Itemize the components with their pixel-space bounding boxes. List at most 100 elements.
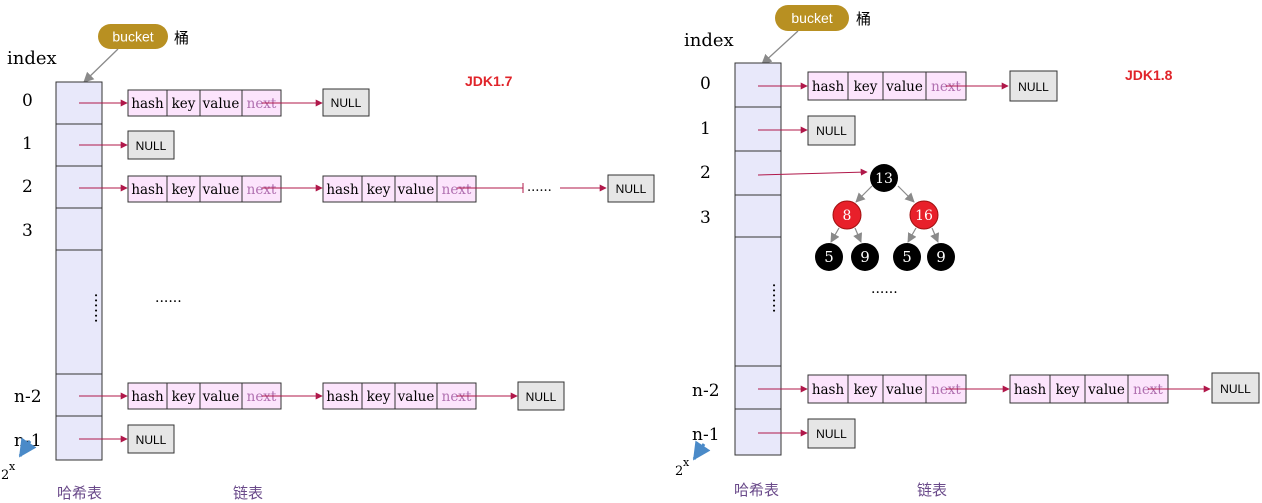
svg-text:key: key <box>854 382 878 398</box>
svg-text:next: next <box>1133 382 1163 398</box>
list-node: hash key value next <box>807 71 967 101</box>
svg-text:key: key <box>367 389 391 405</box>
panel-jdk18: bucket 桶 index JDK1.8 0 1 2 3 n-2 n-1 ..… <box>675 5 1260 499</box>
svg-text:next: next <box>247 182 277 198</box>
panel-jdk17: bucket 桶 index JDK1.7 0 1 2 3 n-2 n-1 ..… <box>1 24 655 502</box>
svg-text:hash: hash <box>326 182 359 198</box>
caption-hash-table: 哈希表 <box>734 481 779 499</box>
svg-text:next: next <box>247 389 277 405</box>
svg-text:NULL: NULL <box>136 433 167 447</box>
svg-text:5: 5 <box>902 248 912 266</box>
svg-text:hash: hash <box>812 382 845 398</box>
index-0: 0 <box>22 91 33 111</box>
svg-text:9: 9 <box>936 248 946 266</box>
power-arrow <box>692 440 711 461</box>
index-label: index <box>7 48 57 69</box>
list-node: hash key value next <box>322 382 477 410</box>
svg-text:value: value <box>202 389 240 405</box>
svg-text:8: 8 <box>843 208 852 224</box>
list-node: hash key value next <box>127 89 282 117</box>
svg-text:NULL: NULL <box>816 427 847 441</box>
caption-linked-list: 链表 <box>917 481 947 499</box>
bucket-label: bucket <box>791 10 832 26</box>
svg-text:NULL: NULL <box>136 139 167 153</box>
bucket-pill <box>775 5 849 31</box>
power-base: 2 <box>1 468 9 483</box>
null-box: NULL <box>1211 372 1260 404</box>
index-2: 2 <box>22 177 33 197</box>
svg-text:hash: hash <box>131 389 164 405</box>
tree-node-root: 13 <box>870 164 898 192</box>
svg-text:value: value <box>397 182 435 198</box>
index-3: 3 <box>22 221 33 241</box>
bucket-pointer-arrow <box>761 30 799 65</box>
svg-text:key: key <box>367 182 391 198</box>
list-node: hash key value next <box>1009 374 1169 404</box>
svg-text:hash: hash <box>131 96 164 112</box>
svg-text:5: 5 <box>824 248 834 266</box>
power-exp: x <box>9 460 16 473</box>
svg-text:key: key <box>854 79 878 95</box>
jdk17-title: JDK1.7 <box>465 73 513 89</box>
null-box: NULL <box>1009 70 1058 102</box>
list-node: hash key value next <box>127 382 282 410</box>
svg-text:value: value <box>397 389 435 405</box>
svg-text:key: key <box>172 389 196 405</box>
svg-text:next: next <box>931 382 961 398</box>
svg-text:value: value <box>1087 382 1125 398</box>
null-box: NULL <box>127 424 175 454</box>
tree-leaf: 5 <box>815 243 843 271</box>
tree-node-right: 16 <box>909 200 939 230</box>
index-label: index <box>684 30 734 51</box>
rows-ellipsis: ...... <box>871 281 898 297</box>
power-exp: x <box>683 456 690 469</box>
null-box: NULL <box>322 88 370 117</box>
power-arrow <box>18 437 37 458</box>
index-1: 1 <box>22 134 33 154</box>
svg-text:NULL: NULL <box>1220 382 1251 396</box>
svg-text:hash: hash <box>812 79 845 95</box>
svg-text:9: 9 <box>860 248 870 266</box>
index-n-1: n-1 <box>692 425 720 445</box>
index-0: 0 <box>700 74 711 94</box>
index-n-1: n-1 <box>14 431 42 451</box>
caption-linked-list: 链表 <box>233 484 263 502</box>
svg-text:value: value <box>885 79 923 95</box>
bucket-cn-label: 桶 <box>856 10 871 28</box>
svg-text:NULL: NULL <box>616 182 647 196</box>
svg-text:key: key <box>172 182 196 198</box>
jdk18-title: JDK1.8 <box>1125 67 1173 83</box>
hash-table-column <box>55 81 103 461</box>
svg-text:NULL: NULL <box>816 124 847 138</box>
svg-text:key: key <box>172 96 196 112</box>
svg-text:NULL: NULL <box>1018 80 1049 94</box>
svg-text:hash: hash <box>1014 382 1047 398</box>
null-box: NULL <box>807 115 856 146</box>
index-1: 1 <box>700 119 711 139</box>
list-node: hash key value next <box>322 175 477 203</box>
index-2: 2 <box>700 163 711 183</box>
svg-text:value: value <box>202 96 240 112</box>
tree-leaf: 9 <box>927 243 955 271</box>
svg-text:16: 16 <box>915 208 933 224</box>
bucket-label: bucket <box>112 29 153 45</box>
svg-text:next: next <box>931 79 961 95</box>
svg-text:next: next <box>247 96 277 112</box>
chain-ellipsis: ...... <box>527 180 552 195</box>
svg-text:value: value <box>885 382 923 398</box>
power-base: 2 <box>675 464 683 479</box>
svg-text:hash: hash <box>131 182 164 198</box>
svg-text:key: key <box>1056 382 1080 398</box>
rows-ellipsis: ...... <box>155 290 182 306</box>
bucket-pointer-arrow <box>83 48 119 83</box>
null-box: NULL <box>517 381 565 411</box>
svg-text:13: 13 <box>875 171 893 187</box>
svg-text:next: next <box>442 389 472 405</box>
null-box: NULL <box>127 130 175 160</box>
hash-table-column <box>734 62 782 456</box>
tree-node-left: 8 <box>832 200 862 230</box>
list-node: hash key value next <box>127 175 282 203</box>
null-box: NULL <box>607 174 655 203</box>
svg-text:NULL: NULL <box>526 390 557 404</box>
index-n-2: n-2 <box>692 381 720 401</box>
